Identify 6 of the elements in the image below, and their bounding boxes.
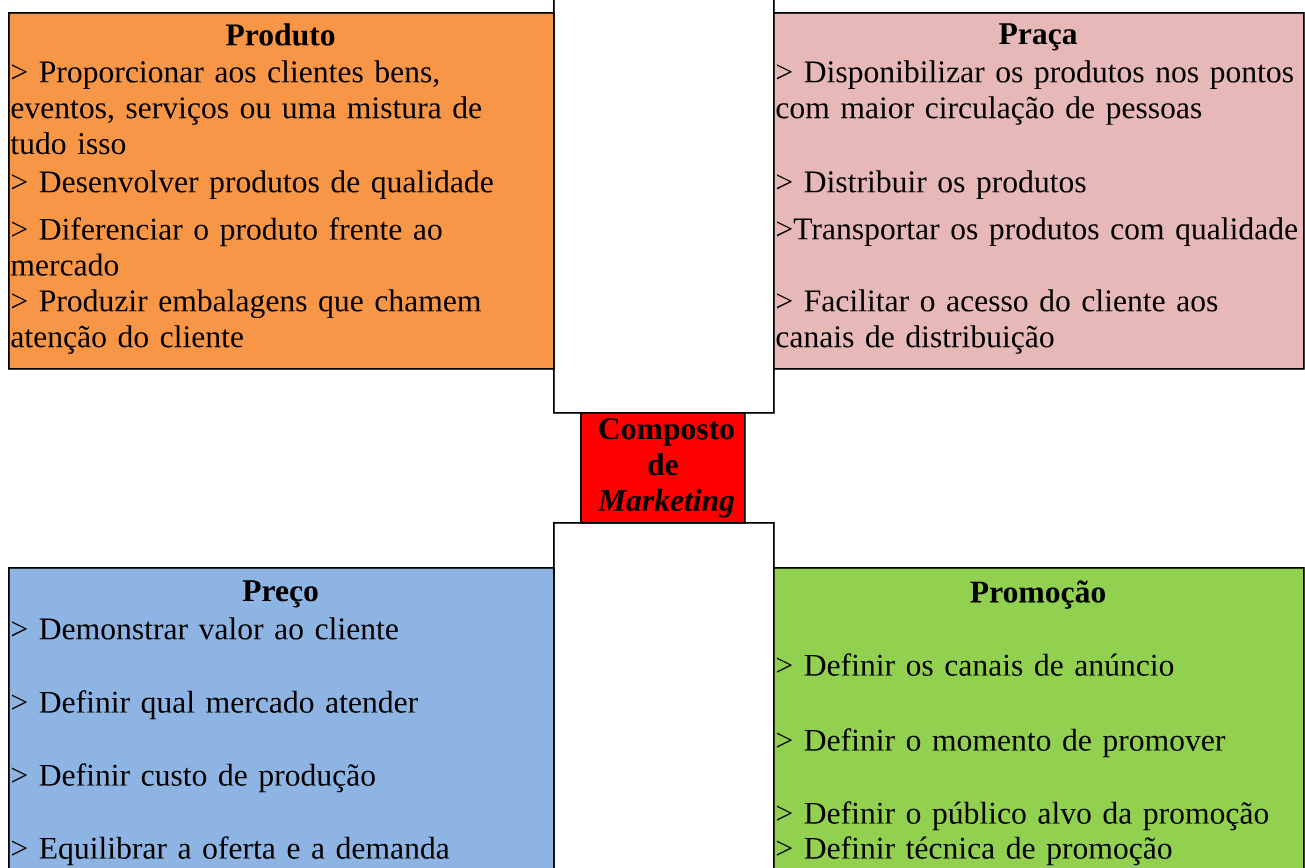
title-box: Composto de Marketing: [580, 412, 746, 524]
empty-box: [553, 0, 775, 414]
category-box: Promoção > Definir os canais de anúncio > Definir o momento de promover > Definir o público alvo da promoção > Definir técnica de promoção: [773, 567, 1305, 868]
category-box: Preço > Demonstrar valor ao cliente > Definir qual mercado atender > Definir custo de produção > Equilibrar a oferta e a demanda: [8, 567, 555, 868]
category-box: Praça > Disponibilizar os produtos nos pontos com maior circulação de pessoas > Distribuir os produtos >Transportar os produtos com qualidade > Facilitar o acesso do cliente aos canais de distribuição: [773, 11, 1305, 370]
category-box: Produto > Proporcionar aos clientes bens, eventos, serviços ou uma mistura de tudo isso > Desenvolver produtos de qualidade > Diferenciar o produto frente ao mercado > Produzir embalagens que chamem atenção do cliente: [8, 11, 555, 370]
